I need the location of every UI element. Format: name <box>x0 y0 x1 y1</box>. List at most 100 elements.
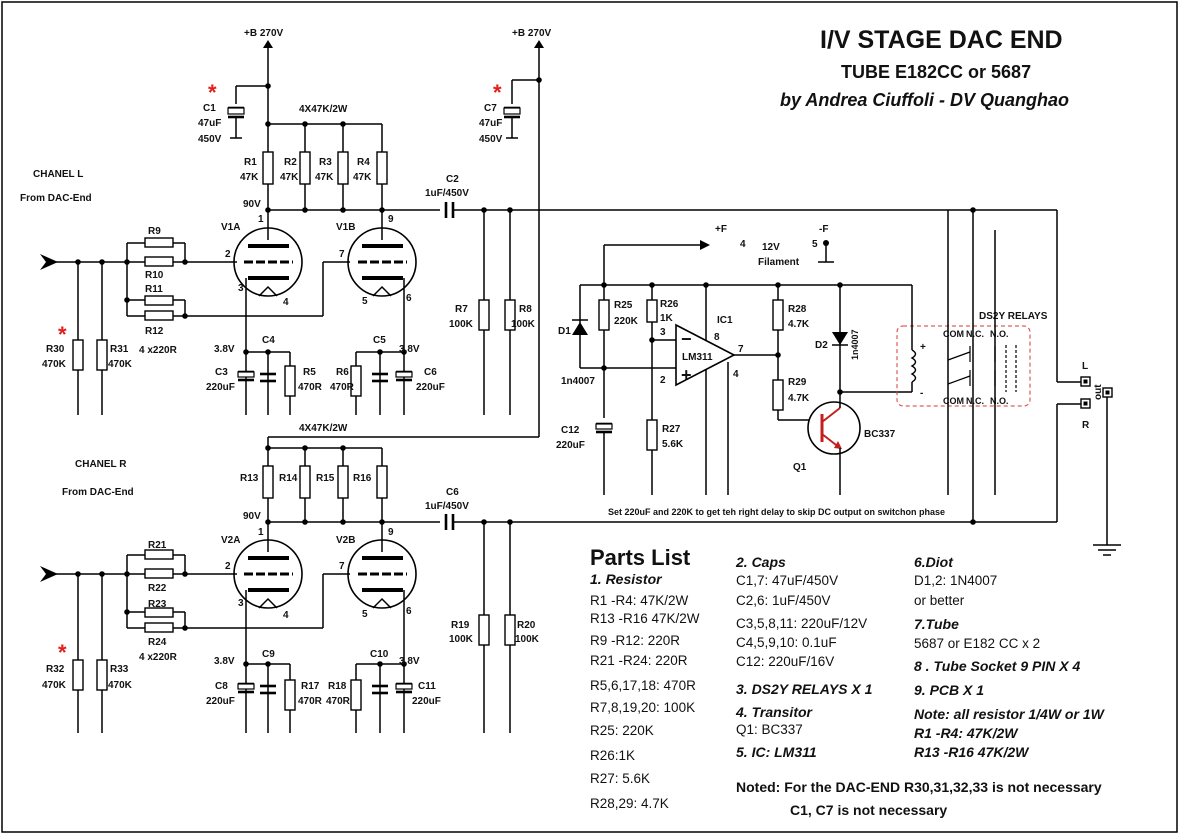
c1-voltage: 450V <box>198 134 222 145</box>
tube-v2b: 9 V2B 7 5 6 <box>336 522 417 620</box>
r30-value: 470K <box>42 359 67 370</box>
capacitor-c1: * C1 47uF 450V <box>198 80 245 145</box>
cathode-left-v1a: 3.8V C4 C3 220uF R5 470R <box>206 278 323 415</box>
v2b-pin9: 9 <box>388 527 394 538</box>
v1b-label: V1B <box>336 222 355 233</box>
v2b-cathode-volt: 3.8V <box>399 656 420 667</box>
filament-label-2: Filament <box>758 257 800 268</box>
v2a-pin4: 4 <box>283 610 289 621</box>
relay-no-1: N.O. <box>990 329 1009 339</box>
r5-value: 470R <box>298 382 323 393</box>
parts-list: Parts List 1. Resistor R1 -R4: 47K/2W R1… <box>590 545 1106 818</box>
tube-line: 5687 or E182 CC x 2 <box>914 636 1040 651</box>
d1-value: 1n4007 <box>561 376 595 387</box>
relay-nc-1: N.C. <box>966 329 984 339</box>
r3-value: 47K <box>315 172 334 183</box>
r31-label: R31 <box>110 344 129 355</box>
c6b-label: C6 <box>446 487 459 498</box>
diode-heading: 6.Diot <box>914 554 954 570</box>
tube-v1b: 9 V1B 7 5 6 <box>336 210 417 307</box>
coupling-cap-c6: C6 1uF/450V <box>425 487 1057 530</box>
caps-line-5: C12: 220uF/16V <box>736 654 834 669</box>
r33-value: 470K <box>108 680 133 691</box>
r21-label: R21 <box>148 540 167 551</box>
c3-value: 220uF <box>206 382 235 393</box>
v1a-pin3: 3 <box>238 283 244 294</box>
output-resistors-left: R7 100K R8 100K <box>449 210 536 415</box>
r26-label: R26 <box>660 299 679 310</box>
coil-plus: + <box>920 342 926 353</box>
c7-star: * <box>493 80 502 105</box>
plate-resistors-left: 4X47K/2W R1 47K R2 47K R3 47K R4 47K 90V <box>240 104 440 213</box>
r6-value: 470R <box>330 382 355 393</box>
driver-stage: R28 4.7K R29 4.7K BC337 Q1 D2 1n4007 <box>772 285 912 495</box>
r7-label: R7 <box>455 304 468 315</box>
comparator-ic1: − + LM311 IC1 8 3 2 7 4 <box>660 285 778 495</box>
tube-v2a: 1 V2A 2 3 4 <box>221 522 303 621</box>
v2a-cathode-volt: 3.8V <box>214 656 235 667</box>
c1-label: C1 <box>203 103 216 114</box>
ic1-pin4: 4 <box>733 369 739 380</box>
footnote-line-2: C1, C7 is not necessary <box>790 802 947 818</box>
relays-heading: 3. DS2Y RELAYS X 1 <box>736 681 873 697</box>
relay-com-2: COM <box>943 396 964 406</box>
r1-value: 47K <box>240 172 259 183</box>
relay-no-2: N.O. <box>990 396 1009 406</box>
c11-label: C11 <box>418 681 436 692</box>
r28-value: 4.7K <box>788 319 810 330</box>
v1b-pin7: 7 <box>339 249 345 260</box>
r12-label: R12 <box>145 326 164 337</box>
pos-f-label: +F <box>715 224 727 235</box>
diode-line-1: D1,2: 1N4007 <box>914 573 997 588</box>
v1b-pin6: 6 <box>406 293 412 304</box>
relay-com-1: COM <box>943 329 964 339</box>
r30-star: * <box>58 322 67 347</box>
title-line1: I/V STAGE DAC END <box>820 26 1063 54</box>
r25-label: R25 <box>614 300 633 311</box>
r8-label: R8 <box>519 304 532 315</box>
pos-f-pin: 4 <box>740 239 746 250</box>
r24-label: R24 <box>148 637 167 648</box>
plate-resistors-right-label: 4X47K/2W <box>299 423 348 434</box>
relay-label: DS2Y RELAYS <box>979 311 1048 322</box>
r16-label: R16 <box>353 473 372 484</box>
c6-value: 220uF <box>416 382 445 393</box>
caps-line-1: C1,7: 47uF/450V <box>736 573 838 588</box>
coil-minus: - <box>920 388 923 399</box>
ic1-name: LM311 <box>682 352 713 363</box>
b-plus-right-label: +B 270V <box>512 28 552 39</box>
cathode-left-v1b: 3.8V C5 R6 470R C6 220uF <box>330 278 445 415</box>
c1-star: * <box>208 80 217 105</box>
tube-heading: 7.Tube <box>914 616 959 632</box>
title-line3: by Andrea Ciuffoli - DV Quanghao <box>780 90 1069 110</box>
ic1-label: IC1 <box>717 315 733 326</box>
relay-nc-2: N.C. <box>966 396 984 406</box>
r22-label: R22 <box>148 583 167 594</box>
r29-value: 4.7K <box>788 393 810 404</box>
r11-label: R11 <box>145 284 163 295</box>
c9-label: C9 <box>262 649 275 660</box>
r30-label: R30 <box>46 344 65 355</box>
c3-label: C3 <box>215 367 228 378</box>
r2-value: 47K <box>280 172 299 183</box>
r32-star: * <box>58 640 67 665</box>
b-plus-left-rail: +B 270V <box>235 28 284 124</box>
cathode-right-v2b: 3.8V C10 R18 470R C11 220uF <box>326 590 441 733</box>
v1b-pin9: 9 <box>388 214 394 225</box>
b-plus-right-rail: +B 270V <box>268 28 552 438</box>
resistor-line-3: R9 -R12: 220R <box>590 633 680 648</box>
c11-value: 220uF <box>412 696 441 707</box>
ic1-pin2: 2 <box>660 375 666 386</box>
c6-label: C6 <box>424 367 437 378</box>
note-line-3: R13 -R16 47K/2W <box>914 744 1030 760</box>
resistor-line-1: R1 -R4: 47K/2W <box>590 593 689 608</box>
r6-label: R6 <box>336 367 349 378</box>
diode-line-2: or better <box>914 593 965 608</box>
ground-returns <box>947 210 1085 522</box>
channel-left-source: From DAC-End <box>20 193 92 204</box>
socket-line: 8 . Tube Socket 9 PIN X 4 <box>914 658 1080 674</box>
v2b-pin6: 6 <box>406 606 412 617</box>
c2-label: C2 <box>446 174 459 185</box>
c12-value: 220uF <box>556 440 585 451</box>
